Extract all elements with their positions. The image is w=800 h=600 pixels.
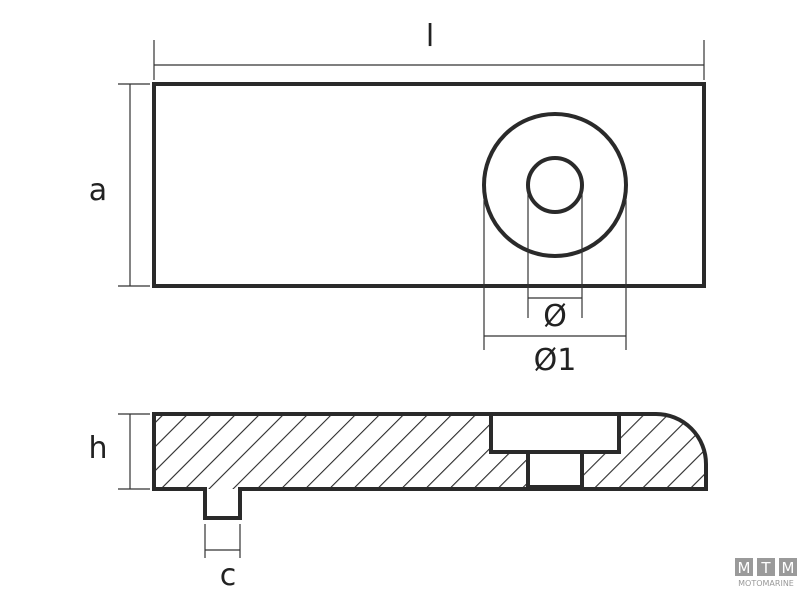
motomarine-logo: M T M MOTOMARINE: [735, 558, 797, 588]
label-height: h: [88, 431, 107, 466]
section-outline: [152, 412, 708, 520]
outer-circle: [482, 112, 628, 258]
dimension-width: a: [89, 83, 150, 287]
label-width: a: [89, 173, 107, 208]
dimension-height: h: [88, 413, 150, 490]
svg-text:M: M: [782, 559, 795, 577]
through-hole: [526, 452, 584, 489]
label-hole-diameter: Ø: [543, 299, 567, 334]
label-outer-diameter: Ø1: [534, 343, 577, 378]
dimension-diameters: Ø Ø1: [483, 190, 627, 378]
label-length: l: [426, 19, 434, 54]
label-peg-width: c: [220, 558, 237, 593]
dimension-length: l: [153, 19, 705, 80]
side-section: [152, 412, 708, 520]
logo-text: MOTOMARINE: [738, 579, 794, 588]
svg-text:T: T: [760, 559, 771, 577]
plate-outline: [152, 82, 706, 288]
counterbore-pocket: [489, 414, 621, 454]
inner-hole: [526, 156, 584, 214]
svg-text:M: M: [738, 559, 751, 577]
dimension-peg: c: [204, 524, 241, 593]
top-view: [152, 82, 706, 288]
